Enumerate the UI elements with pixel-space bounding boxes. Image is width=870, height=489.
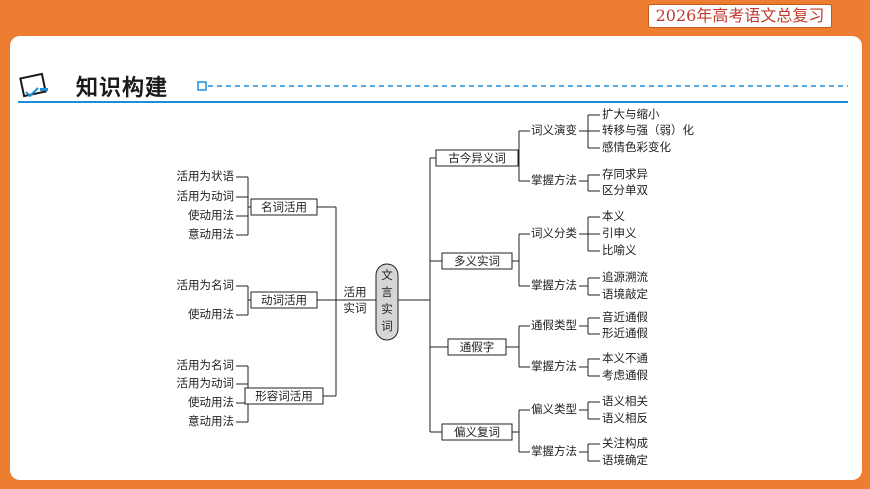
left-item-0-3: 意动用法	[188, 227, 234, 241]
right-item-0-1-0: 存同求异	[602, 167, 648, 181]
left-group-2: 形容词活用	[255, 389, 313, 403]
right-item-0-0-2: 感情色彩变化	[602, 140, 671, 154]
right-sub-1-1: 掌握方法	[531, 278, 577, 292]
left-group-2-box	[244, 387, 324, 405]
right-item-1-1-1: 语境敲定	[602, 287, 648, 301]
left-item-2-0: 活用为名词	[177, 358, 235, 372]
right-item-3-0-1: 语义相反	[602, 411, 648, 425]
right-sub-2-1: 掌握方法	[531, 359, 577, 373]
left-group-1-box	[250, 291, 318, 309]
left-item-0-0: 活用为状语	[177, 169, 235, 183]
left-group-0: 名词活用	[261, 200, 307, 214]
section-title: 知识构建	[76, 76, 169, 101]
right-group-3-box	[441, 423, 513, 441]
course-badge: 2026年高考语文总复习	[648, 4, 832, 28]
right-group-0-box	[435, 149, 519, 167]
right-sub-0-1: 掌握方法	[531, 173, 577, 187]
right-sub-1-0: 词义分类	[531, 226, 577, 240]
right-item-0-0-0: 扩大与缩小	[602, 107, 660, 121]
right-sub-3-1: 掌握方法	[531, 444, 577, 458]
left-item-1-0: 活用为名词	[177, 278, 235, 292]
content-panel	[10, 36, 862, 480]
right-item-3-0-0: 语义相关	[602, 394, 648, 408]
right-sub-0-0: 词义演变	[531, 123, 577, 137]
right-item-2-0-0: 音近通假	[602, 310, 648, 324]
left-item-2-2: 使动用法	[188, 395, 234, 409]
root-node-char: 言	[381, 285, 393, 299]
root-node-char: 实	[381, 302, 393, 316]
left-group-1: 动词活用	[261, 293, 307, 307]
right-item-0-1-1: 区分单双	[602, 183, 648, 197]
right-group-3: 偏义复词	[454, 425, 500, 439]
right-group-1: 多义实词	[454, 254, 500, 268]
left-group-0-box	[250, 198, 318, 216]
right-item-2-0-1: 形近通假	[602, 326, 648, 340]
root-node-char: 文	[381, 268, 393, 282]
right-item-1-0-1: 引申义	[602, 226, 637, 240]
left-item-2-1: 活用为动词	[177, 376, 235, 390]
left-item-1-1: 使动用法	[188, 307, 234, 321]
root-node-box	[375, 263, 399, 341]
root-node-char: 词	[381, 319, 393, 333]
right-item-3-1-0: 关注构成	[602, 436, 648, 450]
right-item-1-0-0: 本义	[602, 209, 625, 223]
left-item-0-2: 使动用法	[188, 208, 234, 222]
left-join-label: 实词	[344, 301, 367, 315]
right-item-1-1-0: 追源溯流	[602, 270, 648, 284]
right-sub-2-0: 通假类型	[531, 318, 577, 332]
right-group-1-box	[441, 252, 513, 270]
left-join-label: 活用	[344, 285, 367, 299]
left-item-2-3: 意动用法	[188, 414, 234, 428]
right-group-2: 通假字	[460, 340, 495, 354]
left-item-0-1: 活用为动词	[177, 189, 235, 203]
right-item-2-1-1: 考虑通假	[602, 368, 648, 382]
right-group-2-box	[447, 338, 507, 356]
right-group-0: 古今异义词	[448, 151, 506, 165]
right-sub-3-0: 偏义类型	[531, 402, 577, 416]
right-item-1-0-2: 比喻义	[602, 243, 637, 257]
right-item-2-1-0: 本义不通	[602, 351, 648, 365]
right-item-0-0-1: 转移与强（弱）化	[602, 123, 694, 137]
notebook-icon	[19, 72, 48, 98]
right-item-3-1-1: 语境确定	[602, 453, 648, 467]
title-rule-marker	[197, 81, 207, 91]
